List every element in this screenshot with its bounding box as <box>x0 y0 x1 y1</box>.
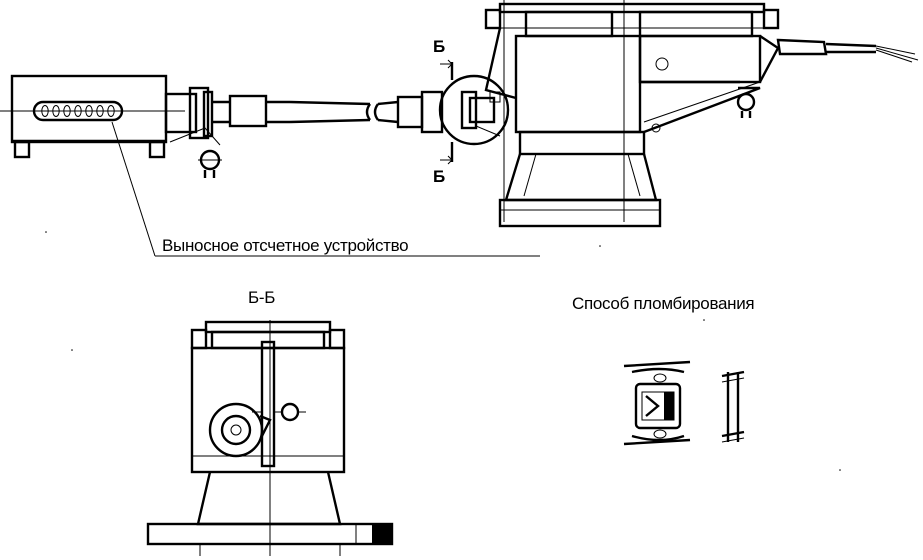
seal-illustration <box>623 360 745 446</box>
flange-hatch <box>372 524 392 544</box>
seal-right <box>736 92 756 112</box>
section-title: Б-Б <box>248 288 275 307</box>
label-leader <box>111 121 540 257</box>
section-view <box>146 320 394 556</box>
section-mark-top: Б <box>433 37 445 56</box>
scan-dots <box>45 231 841 471</box>
remote-device-label: Выносное отсчетное устройство <box>162 236 408 255</box>
sealing-method-label: Способ пломбирования <box>572 294 754 313</box>
flexible-shaft <box>164 86 444 178</box>
meter-head <box>484 0 919 228</box>
remote-counter-device <box>0 74 185 159</box>
detail-circle <box>438 59 510 165</box>
section-mark-bottom: Б <box>433 167 445 186</box>
